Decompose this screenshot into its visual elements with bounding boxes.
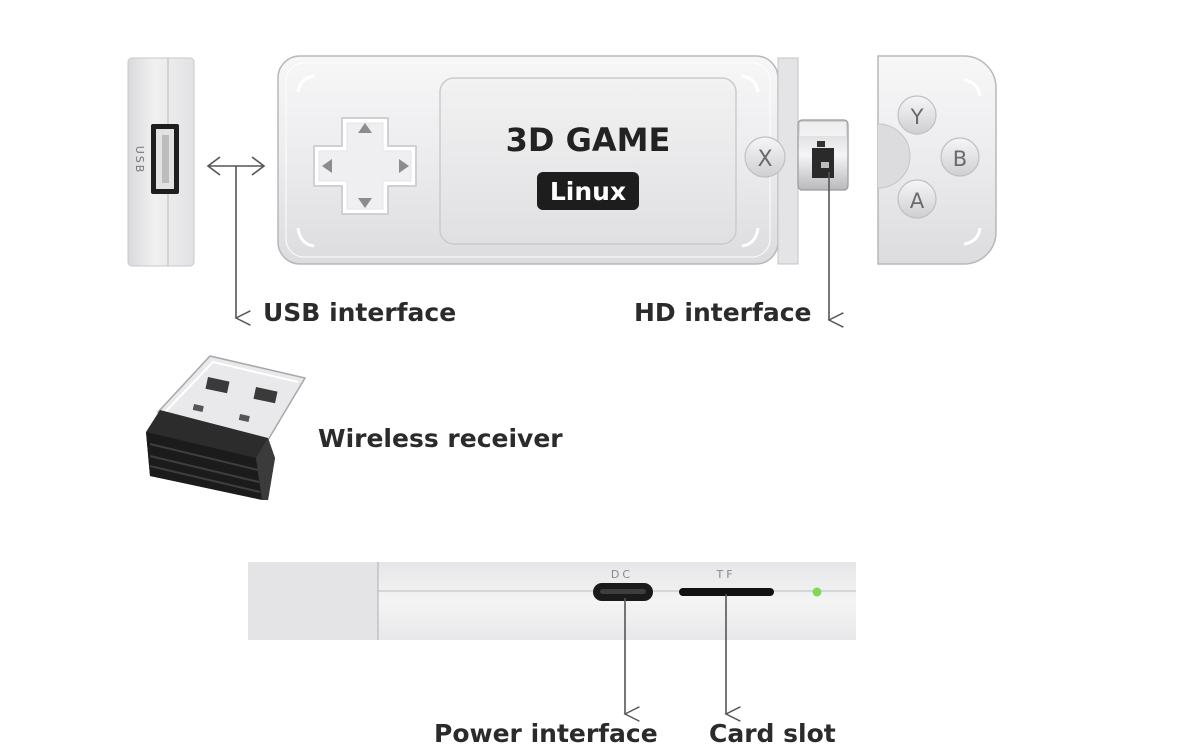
- status-led: [812, 587, 822, 597]
- tf-card-slot: [679, 588, 774, 596]
- power-interface-label: Power interface: [434, 719, 658, 748]
- hd-interface-label: HD interface: [634, 298, 812, 327]
- os-badge: Linux: [537, 172, 639, 210]
- os-badge-text: Linux: [550, 177, 626, 206]
- controller-cap: Y B A: [877, 55, 997, 265]
- edge-panel: DC TF: [248, 562, 856, 640]
- wireless-receiver-label: Wireless receiver: [318, 424, 563, 453]
- usb-interface-label: USB interface: [263, 298, 457, 327]
- card-slot-label: Card slot: [709, 719, 836, 748]
- brand-text: 3D GAME: [506, 121, 671, 159]
- dc-tag: DC: [611, 568, 633, 581]
- console-body: 3D GAME Linux X: [277, 55, 799, 265]
- b-button: B: [940, 137, 980, 177]
- dpad-icon: [313, 117, 417, 215]
- hd-plug: [797, 119, 849, 191]
- svg-text:Y: Y: [910, 105, 924, 129]
- x-button: X: [744, 136, 786, 178]
- wireless-receiver-icon: [146, 355, 307, 500]
- svg-text:B: B: [953, 147, 967, 171]
- svg-text:A: A: [910, 189, 925, 213]
- svg-text:X: X: [757, 147, 772, 172]
- side-view-usb-end: USB: [127, 57, 195, 267]
- y-button: Y: [897, 95, 937, 135]
- tf-tag: TF: [715, 568, 735, 581]
- a-button: A: [897, 179, 937, 219]
- usb-interface-arrow: [206, 156, 266, 326]
- usb-port-tag: USB: [133, 146, 146, 175]
- usb-port: [151, 124, 179, 194]
